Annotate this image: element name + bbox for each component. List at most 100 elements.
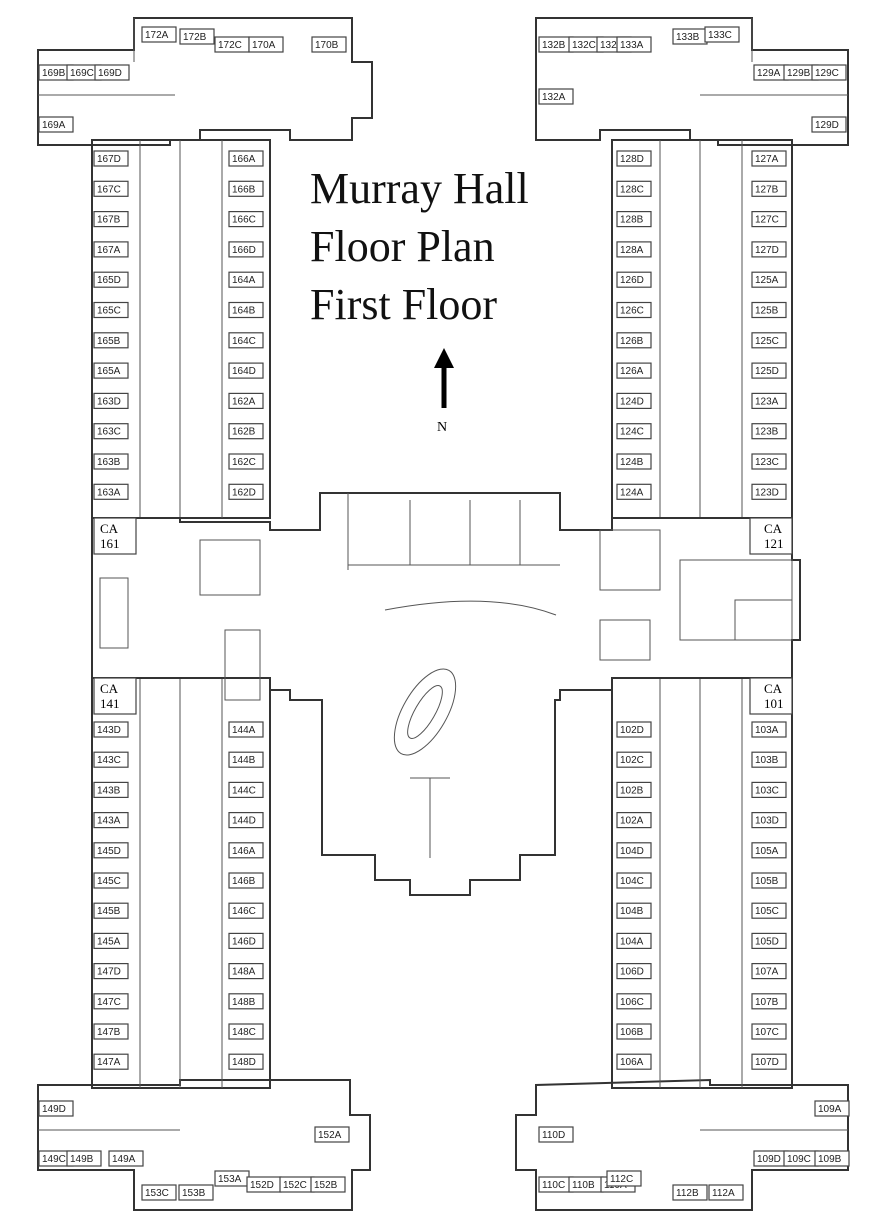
room-box	[751, 993, 787, 1010]
svg-text:101: 101	[764, 696, 784, 711]
room-label: 166A	[232, 154, 256, 165]
room-box	[751, 271, 787, 288]
room-box	[93, 180, 129, 197]
room-box	[616, 150, 652, 167]
room-box	[228, 721, 264, 738]
room-label: 126D	[620, 275, 644, 286]
room-box	[616, 993, 652, 1010]
room-label: 143D	[97, 725, 121, 736]
room-label: 112B	[676, 1188, 699, 1199]
room-label: 126B	[620, 336, 644, 347]
title-line-2: Floor Plan	[310, 222, 495, 271]
room-label: 149A	[112, 1154, 136, 1165]
room-label: 102A	[620, 816, 644, 827]
room-box	[228, 423, 264, 440]
room-box	[93, 211, 129, 228]
room-box	[751, 872, 787, 889]
room-box	[616, 362, 652, 379]
room-label: 104D	[620, 846, 644, 857]
room-box	[93, 993, 129, 1010]
room-label: 129D	[815, 120, 839, 131]
room-box	[751, 781, 787, 799]
room-box	[178, 1184, 214, 1201]
room-label: 169C	[70, 68, 94, 79]
room-box	[228, 362, 264, 379]
room-label: 163C	[97, 427, 121, 438]
room-box	[228, 271, 264, 288]
room-label: 166D	[232, 245, 256, 256]
room-label: 125C	[755, 336, 779, 347]
room-box	[228, 150, 264, 167]
room-label: 133C	[708, 30, 732, 41]
room-label: 143A	[97, 816, 121, 827]
plan-title: Murray Hall Floor Plan First Floor	[310, 160, 529, 334]
room-box	[751, 180, 787, 197]
room-label: 105D	[755, 936, 779, 947]
room-box	[616, 962, 652, 980]
room-box	[228, 962, 264, 980]
room-box	[93, 811, 129, 829]
room-box	[228, 180, 264, 197]
room-box	[228, 453, 264, 470]
room-label: 163D	[97, 396, 121, 407]
room-label: 153A	[218, 1174, 242, 1185]
room-label: 112C	[610, 1174, 633, 1185]
room-box	[108, 1150, 144, 1167]
room-label: 106B	[620, 1027, 644, 1038]
room-label: 164C	[232, 336, 256, 347]
room-box	[811, 64, 847, 81]
room-label: 133B	[676, 32, 700, 43]
room-label: 165C	[97, 306, 121, 317]
room-label: 127D	[755, 245, 779, 256]
room-box	[616, 1023, 652, 1040]
room-box	[616, 36, 652, 53]
room-box	[616, 423, 652, 440]
central-core	[91, 492, 801, 896]
room-label: 102B	[620, 785, 644, 796]
room-box	[93, 962, 129, 980]
room-box	[814, 1150, 850, 1167]
room-label: 123B	[755, 427, 779, 438]
room-label: 152D	[250, 1180, 274, 1191]
room-box	[616, 453, 652, 470]
svg-text:121: 121	[764, 536, 784, 551]
room-box	[616, 211, 652, 228]
room-label: 106D	[620, 967, 644, 978]
room-box	[751, 1023, 787, 1040]
room-box	[93, 751, 129, 768]
room-box	[228, 211, 264, 228]
room-label: 105A	[755, 846, 779, 857]
room-box	[228, 1023, 264, 1040]
room-label: 165B	[97, 336, 121, 347]
room-box	[93, 872, 129, 889]
room-label: 123C	[755, 457, 779, 468]
room-label: 123D	[755, 487, 779, 498]
room-box	[141, 26, 177, 43]
room-label: 145C	[97, 876, 121, 887]
room-box	[93, 842, 129, 859]
room-label: 146D	[232, 936, 256, 947]
title-line-3: First Floor	[310, 280, 498, 329]
room-label: 129B	[787, 68, 811, 79]
room-label: 107D	[755, 1057, 779, 1068]
room-label: 103D	[755, 816, 779, 827]
room-label: 147B	[97, 1027, 121, 1038]
room-label: 109C	[787, 1154, 811, 1165]
room-label: 145A	[97, 936, 121, 947]
room-label: 166C	[232, 215, 256, 226]
room-box	[616, 180, 652, 197]
room-label: 164B	[232, 306, 256, 317]
room-box	[93, 392, 129, 409]
room-box	[751, 211, 787, 228]
room-label: 162B	[232, 427, 256, 438]
room-label: 143B	[97, 785, 121, 796]
room-label: 126C	[620, 306, 644, 317]
room-box	[751, 453, 787, 470]
room-label: 103C	[755, 785, 779, 796]
room-label: 164D	[232, 366, 256, 377]
svg-text:CA: CA	[100, 521, 119, 536]
room-label: 109B	[818, 1154, 842, 1165]
room-label: 165D	[97, 275, 121, 286]
room-box	[751, 932, 787, 950]
